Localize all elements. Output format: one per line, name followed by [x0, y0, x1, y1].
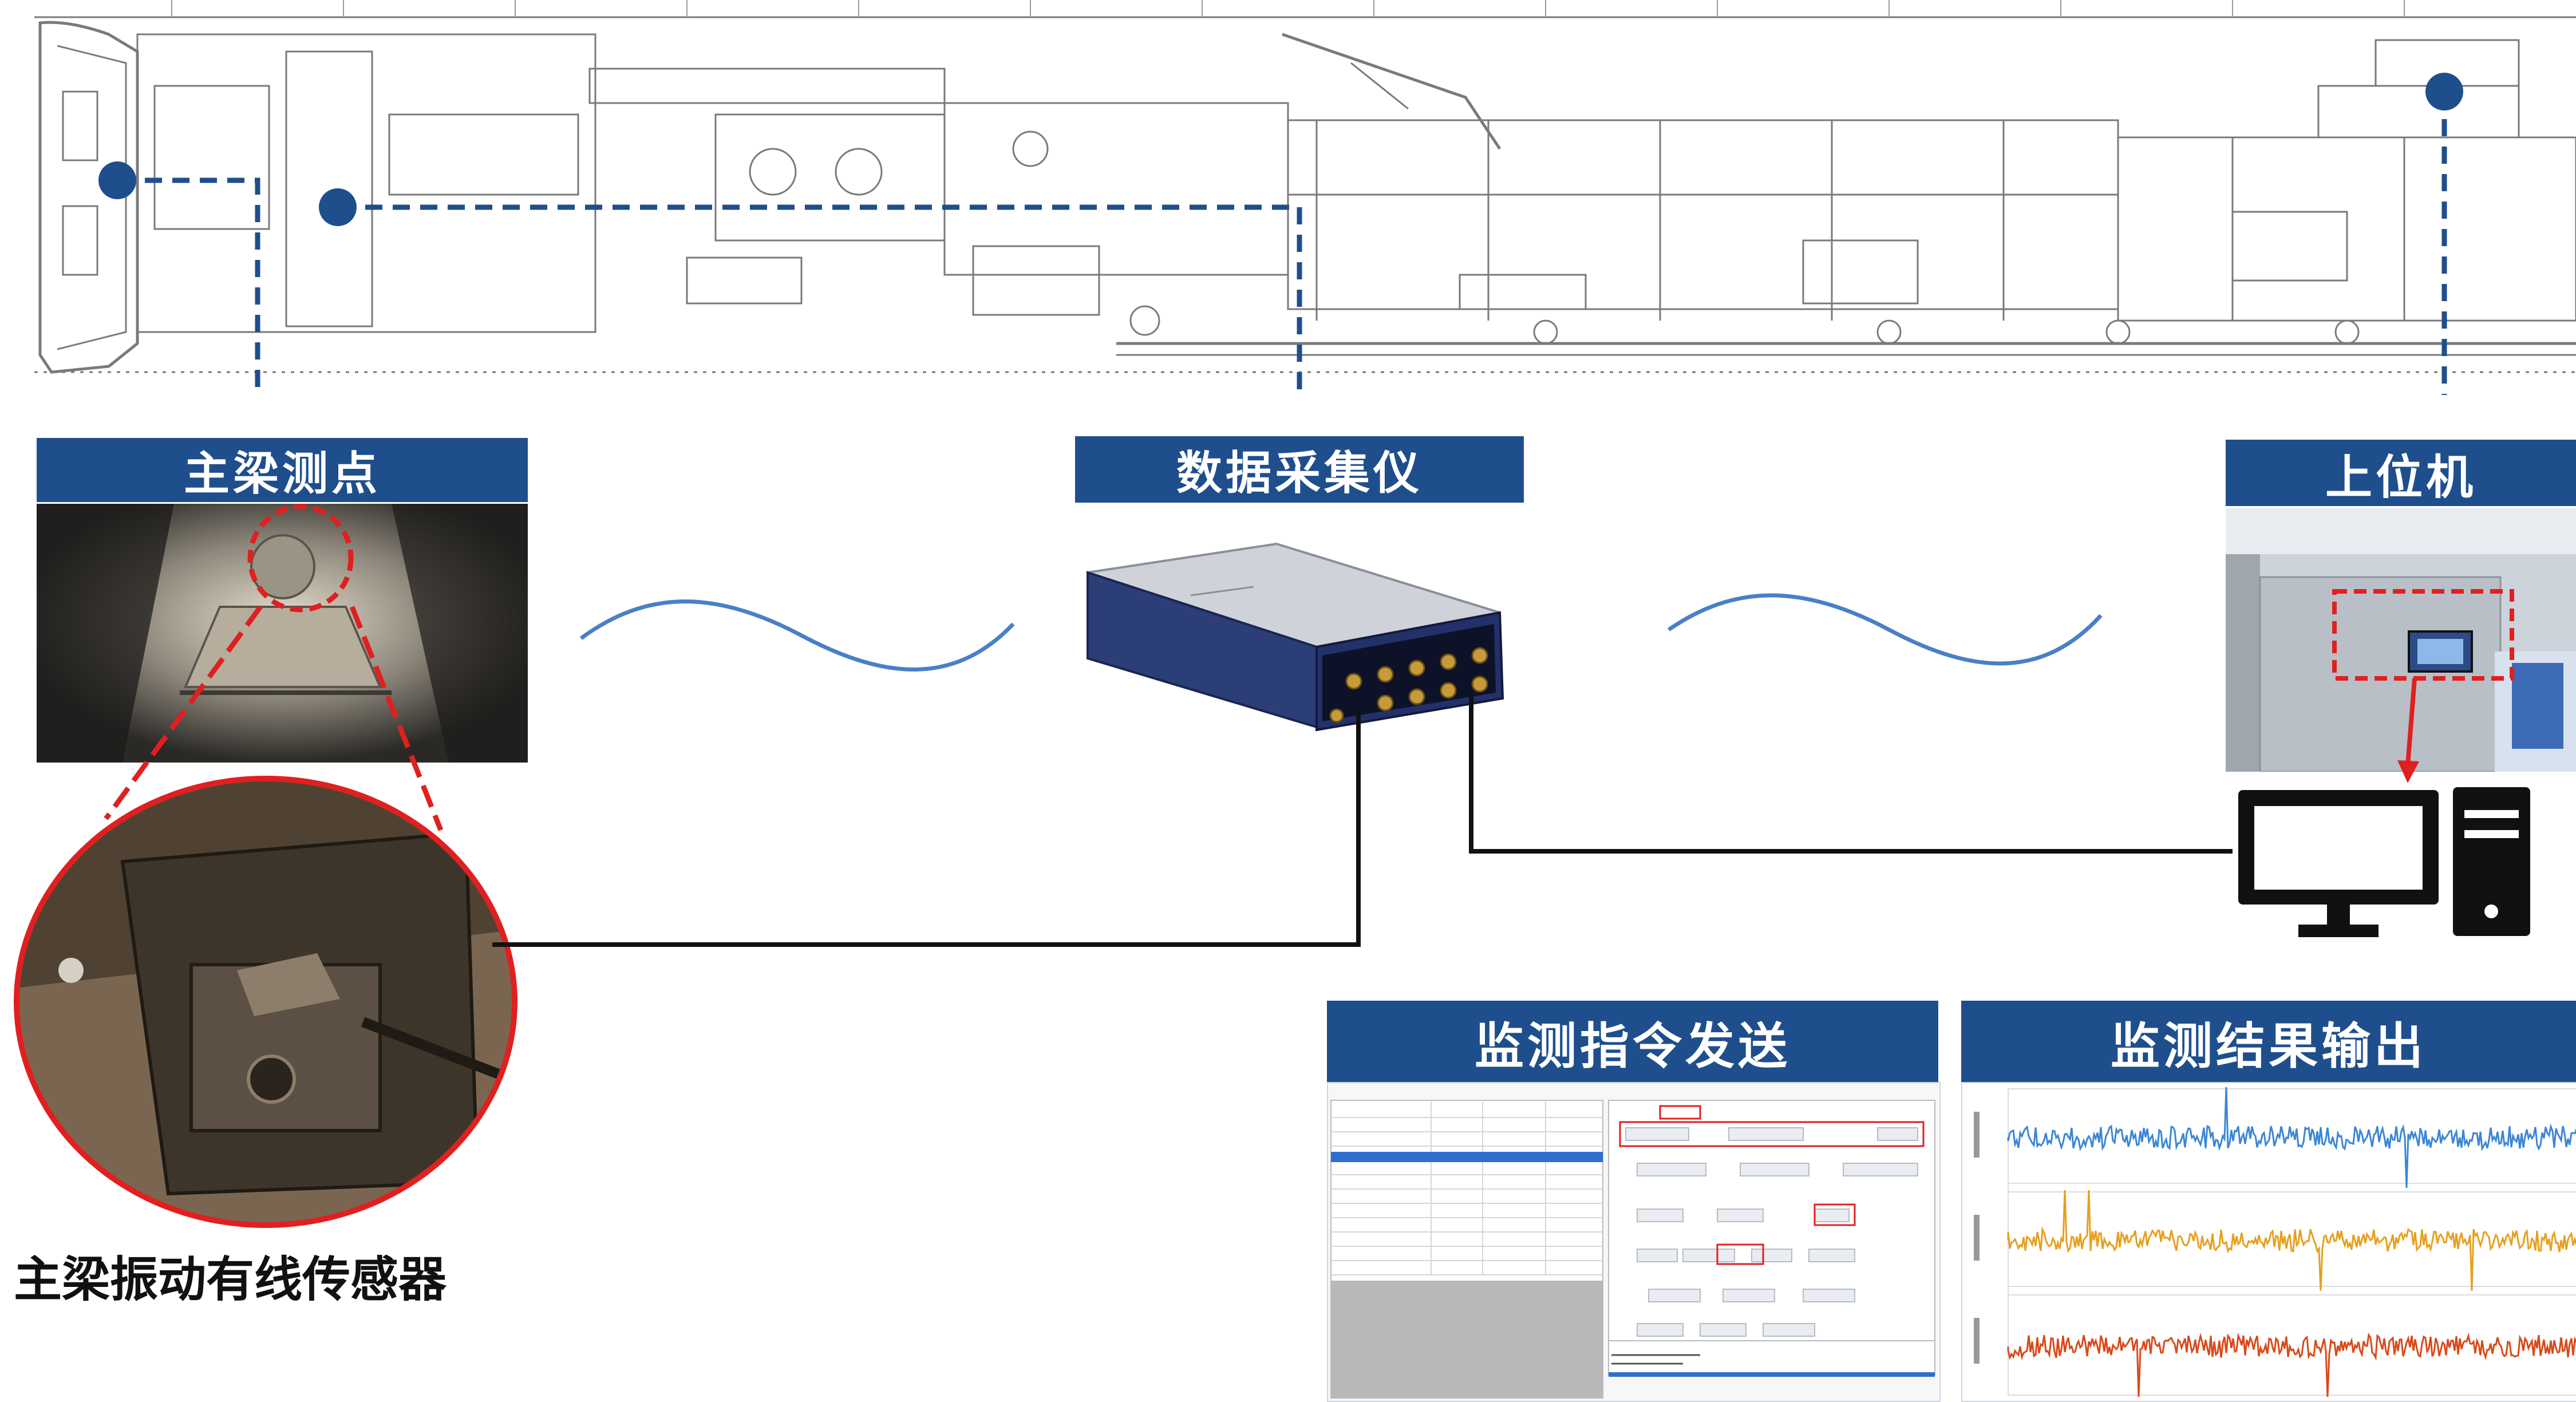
daq-device — [1086, 542, 1504, 732]
host-header: 上位机 — [2226, 440, 2576, 506]
measure-point-header: 主梁测点 — [37, 438, 528, 502]
daq-label: 数据采集仪 — [1176, 446, 1423, 500]
host-label: 上位机 — [2325, 449, 2476, 505]
host-highlight — [2332, 589, 2514, 783]
send-panel-screen — [1327, 1082, 1941, 1402]
machine-drawing — [34, 0, 2576, 395]
measure-point-photo — [37, 504, 528, 763]
sensor-closeup — [14, 776, 517, 1228]
series-3-signal — [2007, 1332, 2576, 1397]
daq-header: 数据采集仪 — [1075, 436, 1524, 503]
zoom-connector — [104, 605, 444, 831]
series-2-signal — [2007, 1190, 2576, 1292]
highlight-circle-small — [247, 504, 354, 613]
sensor-caption: 主梁振动有线传感器 — [14, 1251, 447, 1308]
result-panel-screen — [1961, 1082, 2576, 1402]
host-photo — [2226, 508, 2576, 772]
measure-point-label: 主梁测点 — [184, 447, 381, 500]
result-panel-label: 监测结果输出 — [2111, 1017, 2427, 1075]
wireless-wave-left — [579, 599, 1015, 672]
wireless-wave-right — [1668, 593, 2103, 666]
send-panel-label: 监测指令发送 — [1475, 1017, 1791, 1075]
computer-icon — [2238, 787, 2530, 937]
series-1-signal — [2007, 1087, 2576, 1188]
result-panel-header: 监测结果输出 — [1961, 1001, 2576, 1082]
send-panel-header: 监测指令发送 — [1327, 1001, 1938, 1082]
